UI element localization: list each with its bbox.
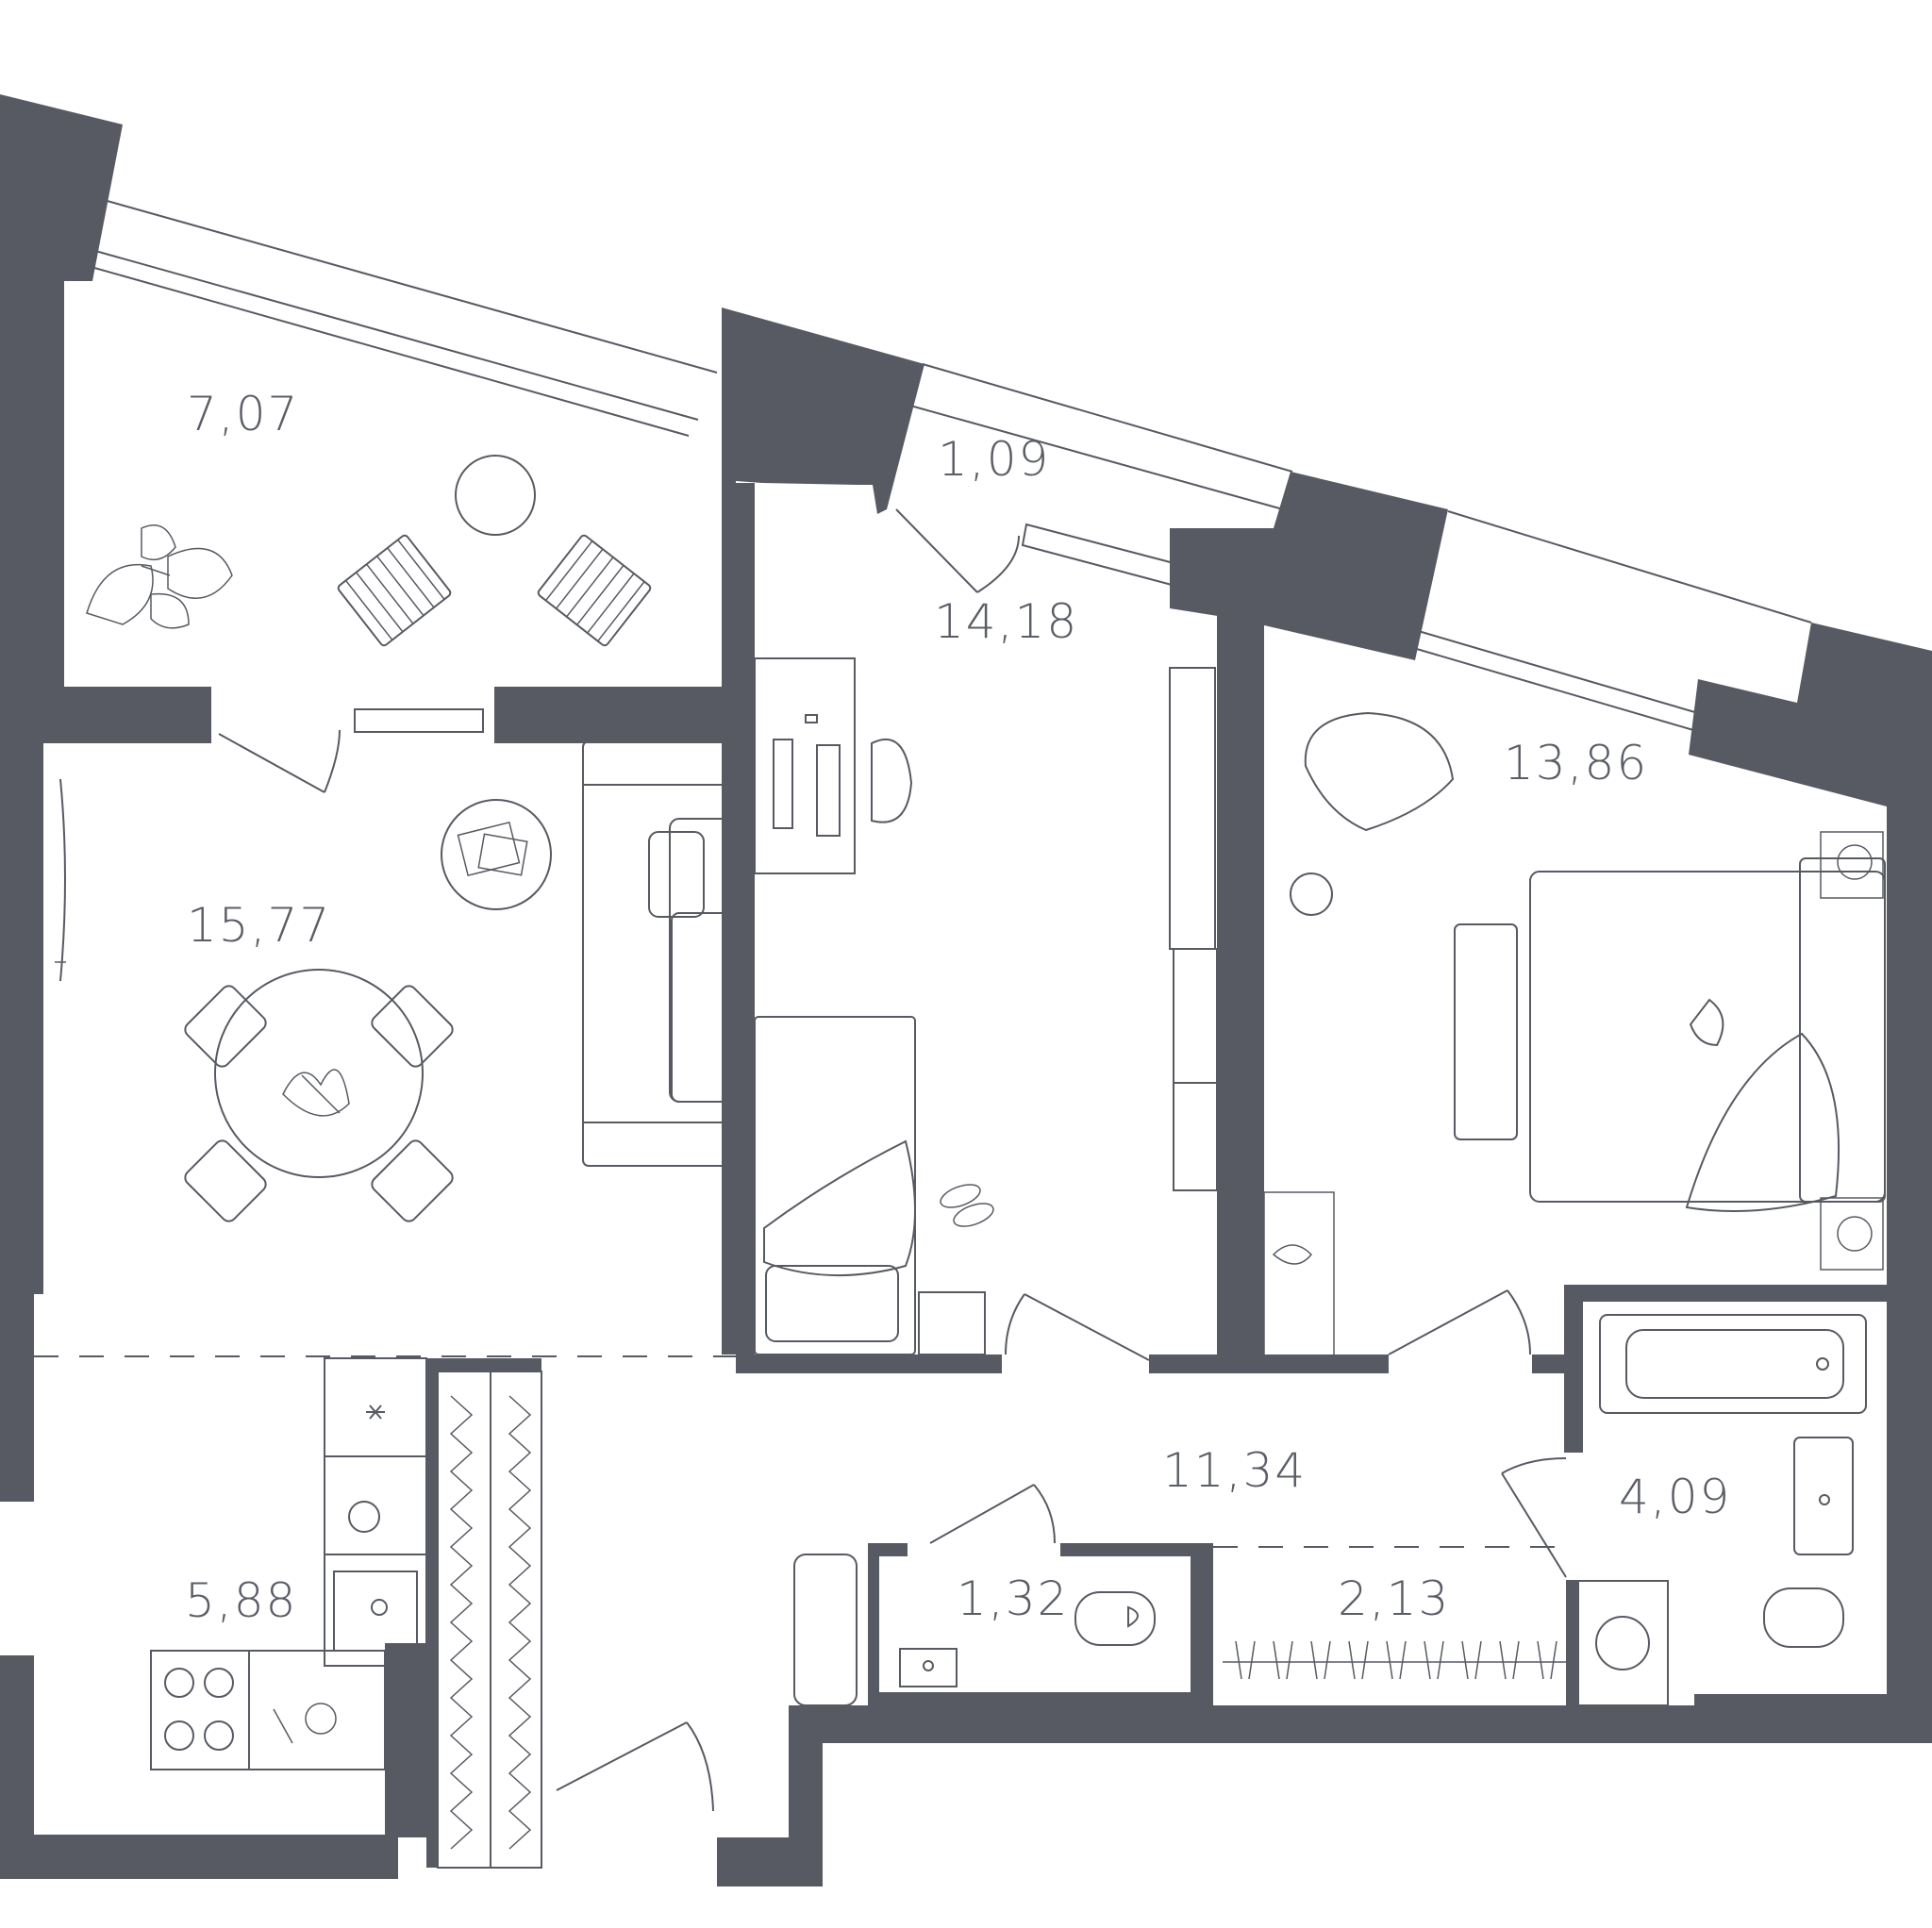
wall-toilet-bottom <box>868 1692 1213 1705</box>
wall-study-bottom-left <box>736 1355 1002 1373</box>
area-living-room: 15,77 <box>187 898 331 953</box>
balcony-table <box>455 455 536 536</box>
wall-bedroom-bottom-right <box>1532 1355 1566 1373</box>
wall-bottom-main <box>789 1705 1932 1743</box>
dining-table <box>214 969 424 1178</box>
area-wardrobe: 2,13 <box>1338 1571 1450 1626</box>
wall-closet-right <box>1566 1580 1579 1717</box>
main-bed <box>1529 857 1886 1212</box>
wall-partition-bedrooms <box>1217 613 1264 1360</box>
wall-column-right <box>1170 472 1448 660</box>
wall-toilet-top-right <box>1060 1543 1204 1556</box>
coffee-table <box>441 799 552 910</box>
kitchen-herbs <box>273 1703 337 1744</box>
wall-toilet-left <box>868 1543 879 1709</box>
nightstands <box>1820 831 1884 1271</box>
wall-bottom-left <box>0 1835 398 1879</box>
area-balcony: 7,07 <box>187 387 299 441</box>
hall-bench <box>793 1554 858 1706</box>
wall-kitchen-pillar <box>385 1643 426 1837</box>
wall-wardrobe-left <box>426 1358 438 1868</box>
area-bathroom: 4,09 <box>1619 1470 1731 1524</box>
wall-bath-left <box>1564 1285 1583 1453</box>
living-sofa <box>582 740 741 1167</box>
wall-bath-top <box>1564 1285 1887 1302</box>
wall-toilet-right <box>1191 1543 1213 1713</box>
doors <box>218 508 1567 1812</box>
wall-bedroom-bottom-left <box>1264 1355 1389 1373</box>
bath-fixtures <box>1576 1314 1867 1706</box>
balcony-chair-right <box>537 534 652 647</box>
kitchen-cooktop <box>150 1650 386 1770</box>
area-kitchen: 5,88 <box>185 1573 297 1628</box>
living-mirror <box>59 778 66 982</box>
wall-column-center <box>722 307 924 1355</box>
wall-left-top-block <box>0 94 123 1294</box>
closet-hangers <box>1223 1640 1566 1680</box>
toilet-fixtures <box>899 1591 1156 1687</box>
wall-column-far-right <box>1689 623 1932 1717</box>
armchair <box>1304 711 1455 832</box>
wall-balcony-left <box>43 687 211 743</box>
floor-lamp <box>1290 873 1333 916</box>
balcony-plant <box>86 524 233 629</box>
balcony-chair-left <box>337 534 452 647</box>
table-plant <box>282 1069 350 1117</box>
wall-toilet-top-left <box>868 1543 908 1556</box>
area-bedroom-main: 13,86 <box>1504 736 1648 790</box>
wall-bottom-bath <box>1694 1694 1887 1711</box>
area-bedroom-study: 14,18 <box>934 594 1078 649</box>
area-toilet: 1,32 <box>957 1571 1069 1626</box>
kitchen-counter <box>324 1357 427 1667</box>
wall-left-bottom <box>0 1655 34 1863</box>
area-hallway: 11,34 <box>1162 1443 1307 1498</box>
area-labels: 7,07 1,09 14,18 13,86 15,77 11,34 4,09 5… <box>185 387 1731 1628</box>
wall-bottom-stub <box>717 1837 823 1886</box>
wall-balcony-right <box>494 687 738 743</box>
bedroom-plant <box>1263 1191 1335 1357</box>
area-loggia-small: 1,09 <box>938 432 1050 487</box>
wall-wardrobe-top <box>426 1358 541 1371</box>
bench <box>1454 923 1518 1140</box>
wall-left-lower <box>0 1294 34 1502</box>
study-bed <box>754 1016 986 1355</box>
study-slippers <box>940 1184 994 1227</box>
hall-wardrobe <box>437 1371 542 1869</box>
dining-chairs <box>184 985 454 1222</box>
study-desk <box>754 657 913 874</box>
windows <box>80 199 1812 733</box>
wall-study-bottom-right <box>1149 1355 1264 1373</box>
furniture <box>55 455 1886 1869</box>
study-wardrobe <box>1169 667 1218 1191</box>
